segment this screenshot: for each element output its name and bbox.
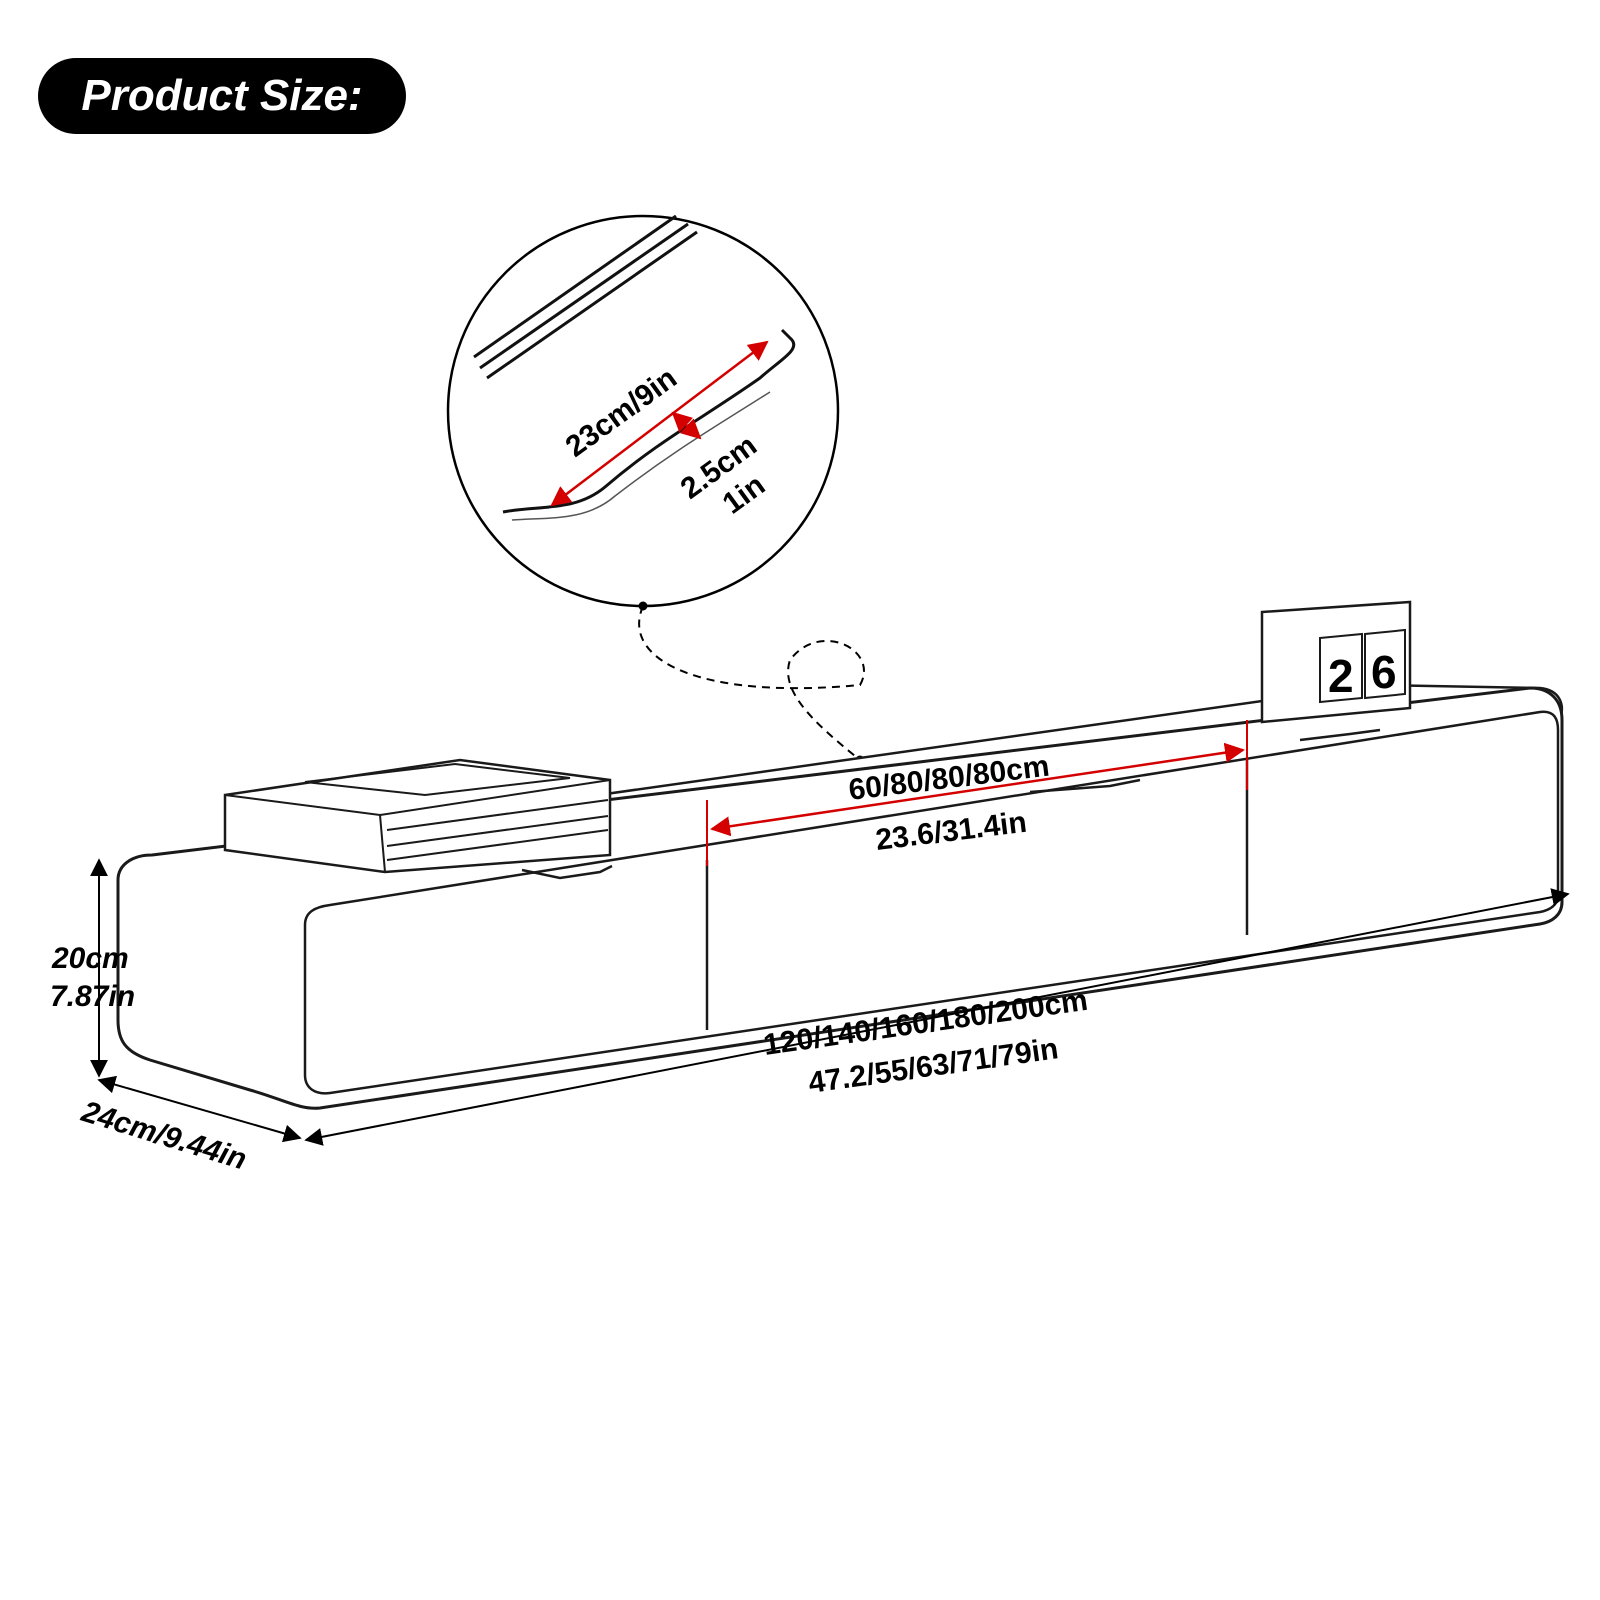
callout-leader (638, 601, 865, 765)
depth-arrow (97, 1075, 302, 1143)
height-cm-label: 20cm (51, 942, 129, 975)
drawer-handle-right (1299, 728, 1381, 742)
height-in-label: 7.87in (50, 980, 135, 1013)
length-arrow (304, 888, 1570, 1146)
calendar-decoration (1260, 600, 1412, 724)
books-decoration (223, 758, 612, 874)
callout-edge-lines (473, 214, 698, 380)
drawer-handle-left (521, 864, 613, 880)
depth-label: 24cm/9.44in (77, 1095, 250, 1177)
calendar-digit-1: 2 (1328, 650, 1354, 702)
handle-depth-arrow (671, 411, 702, 440)
handle-detail-callout: 23cm/9in 2.5cm 1in (446, 214, 840, 608)
handle-length-arrow (550, 340, 769, 507)
calendar-digit-2: 6 (1371, 646, 1397, 698)
page-title: Product Size: (38, 58, 406, 134)
drawer-width-dimension (706, 720, 1248, 866)
